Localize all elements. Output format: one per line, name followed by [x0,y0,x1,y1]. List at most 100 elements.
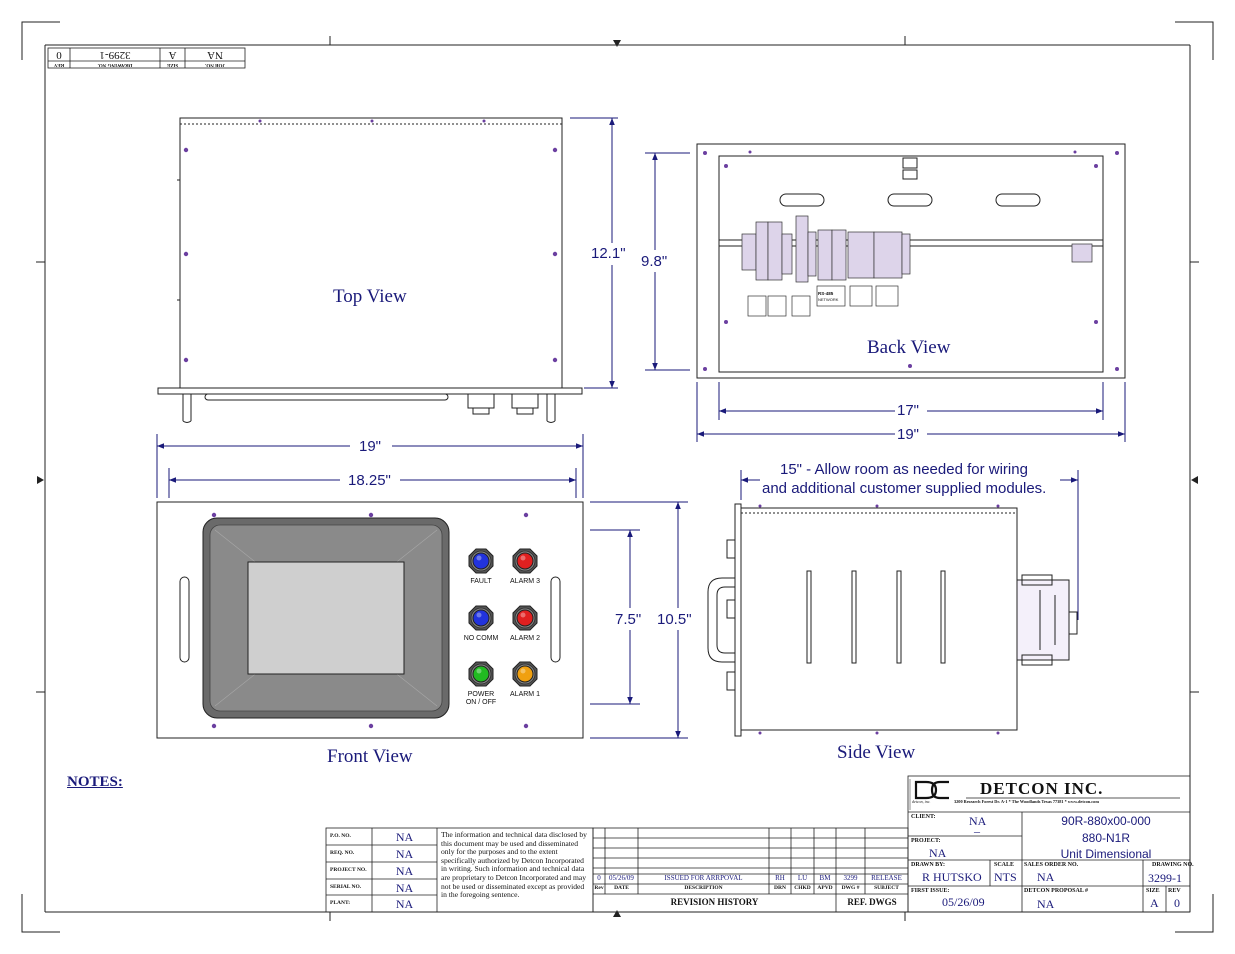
back-view-labels [747,285,899,317]
info-row-value: NA [395,830,414,844]
dim-top-height: 12.1" [591,245,626,262]
rev-row-drn: RH [775,874,785,882]
back-view-screws [703,150,1119,371]
front-view-dims [156,434,688,739]
scale-label: SCALE [994,862,1015,868]
first-issue-value: 05/26/09 [942,895,985,909]
side-note-line1: 15" - Allow room as needed for wiring [780,461,1028,478]
rev-label: REV [1168,888,1181,894]
led-label: ALARM 2 [510,635,540,642]
sales-order-value: NA [1037,870,1055,884]
scale-value: NTS [994,870,1017,884]
front-view-title: Front View [327,746,413,767]
led-alarm-1 [512,661,538,687]
info-row-value: NA [395,897,414,911]
top-view-height-dim [570,117,618,389]
top-view-title: Top View [333,286,407,307]
rev-head-rev: Rev [594,885,604,891]
info-row-label: PROJECT NO. [330,867,367,873]
rev-head-desc: DESCRIPTION [684,885,723,891]
project-label: PROJECT: [911,838,941,844]
rev-value: 0 [1174,896,1180,910]
proposal-value: NA [1037,897,1055,911]
frame-center-marks [37,40,1198,917]
rev-head-dwg: DWG # [841,885,860,891]
back-view-title: Back View [867,337,951,358]
info-row-value: NA [395,847,414,861]
mini-size-value: A [168,49,177,61]
mini-rev-block [47,47,246,69]
rev-head-apvd: APVD [817,885,833,891]
disclaimer-text: The information and technical data discl… [441,830,587,900]
top-view-drawing [157,117,583,423]
dim-back-height: 9.8" [641,253,668,270]
rev-row-subject: RELEASE [871,874,902,882]
ref-dwgs-title: REF. DWGS [847,897,897,907]
mini-job-value: NA [207,49,223,61]
drawing-title-line1: 90R-880x00-000 [1061,814,1151,828]
logo-caption: detcon, inc. [912,799,931,804]
notes-title: NOTES: [67,774,123,790]
mini-rev-label: REV [53,62,65,67]
first-issue-label: FIRST ISSUE: [911,888,950,894]
rev-head-date: DATE [614,885,629,891]
size-label: SIZE [1146,888,1160,894]
mini-size-label: SIZE [166,62,179,67]
rev-row-chkd: LU [797,874,808,882]
info-row-value: NA [395,864,414,878]
front-view-screws [211,512,529,729]
side-view-dim [740,470,1079,620]
network-module-label: NETWORK [818,297,839,302]
led-fault [468,548,494,574]
client-value: NA [969,814,987,828]
drawn-by-value: R HUTSKO [922,870,982,884]
info-row-label: P.O. NO. [330,833,351,839]
info-row-label: REQ. NO. [330,850,355,856]
dim-back-outer-width: 19" [897,426,920,443]
led-alarm-3 [512,548,538,574]
led-label: NO COMM [463,635,499,642]
rev-row-date: 05/26/09 [609,874,634,882]
dim-front-inner-width: 18.25" [348,472,391,489]
dim-front-outer-width: 19" [359,438,382,455]
front-display-bezel [202,517,450,719]
rev-head-chkd: CHKD [794,885,811,891]
mini-rev-value: 0 [56,49,62,61]
revision-grid [592,827,909,913]
rev-row-apvd: BM [819,874,831,882]
dim-front-inner-height: 7.5" [615,611,642,628]
front-indicator-leds [468,548,538,687]
led-no-comm [468,605,494,631]
rs485-module-label: RS-485 [818,291,834,296]
company-name: DETCON INC. [980,779,1104,798]
dim-front-outer-height: 10.5" [657,611,692,628]
side-view-title: Side View [837,742,916,763]
info-row-value: NA [395,881,414,895]
sales-order-label: SALES ORDER NO. [1024,862,1079,868]
led-label: ALARM 3 [510,578,540,585]
rev-row-desc: ISSUED FOR ARRPOVAL [664,874,743,882]
info-row-label: SERIAL NO. [330,884,362,890]
drawn-by-label: DRAWN BY: [911,862,945,868]
drawing-no-value: 3299-1 [1148,871,1182,885]
mini-drawing-value: 3299-1 [99,49,131,61]
client-label: CLIENT: [911,814,936,820]
back-view-terminal-blocks [741,215,1093,283]
detcon-logo [914,780,949,800]
led-label: ALARM 1 [510,691,540,698]
led-label: POWER ON / OFF [465,691,497,706]
led-alarm-2 [512,605,538,631]
top-view-screws [183,119,558,363]
drawing-title-line3: Unit Dimensional [1060,847,1152,861]
mini-job-label: JOB NO. [205,62,225,67]
side-view-drawing [707,503,1078,737]
rev-head-drn: DRN [774,885,786,891]
led-power-on-off [468,661,494,687]
info-row-label: PLANT: [330,900,351,906]
side-note-line2: and additional customer supplied modules… [762,480,1047,497]
front-view-drawing [156,501,584,739]
mini-drawing-label: DRAWING NO. [97,62,133,67]
drawing-no-label: DRAWING NO. [1152,862,1194,868]
led-label: FAULT [470,578,492,585]
